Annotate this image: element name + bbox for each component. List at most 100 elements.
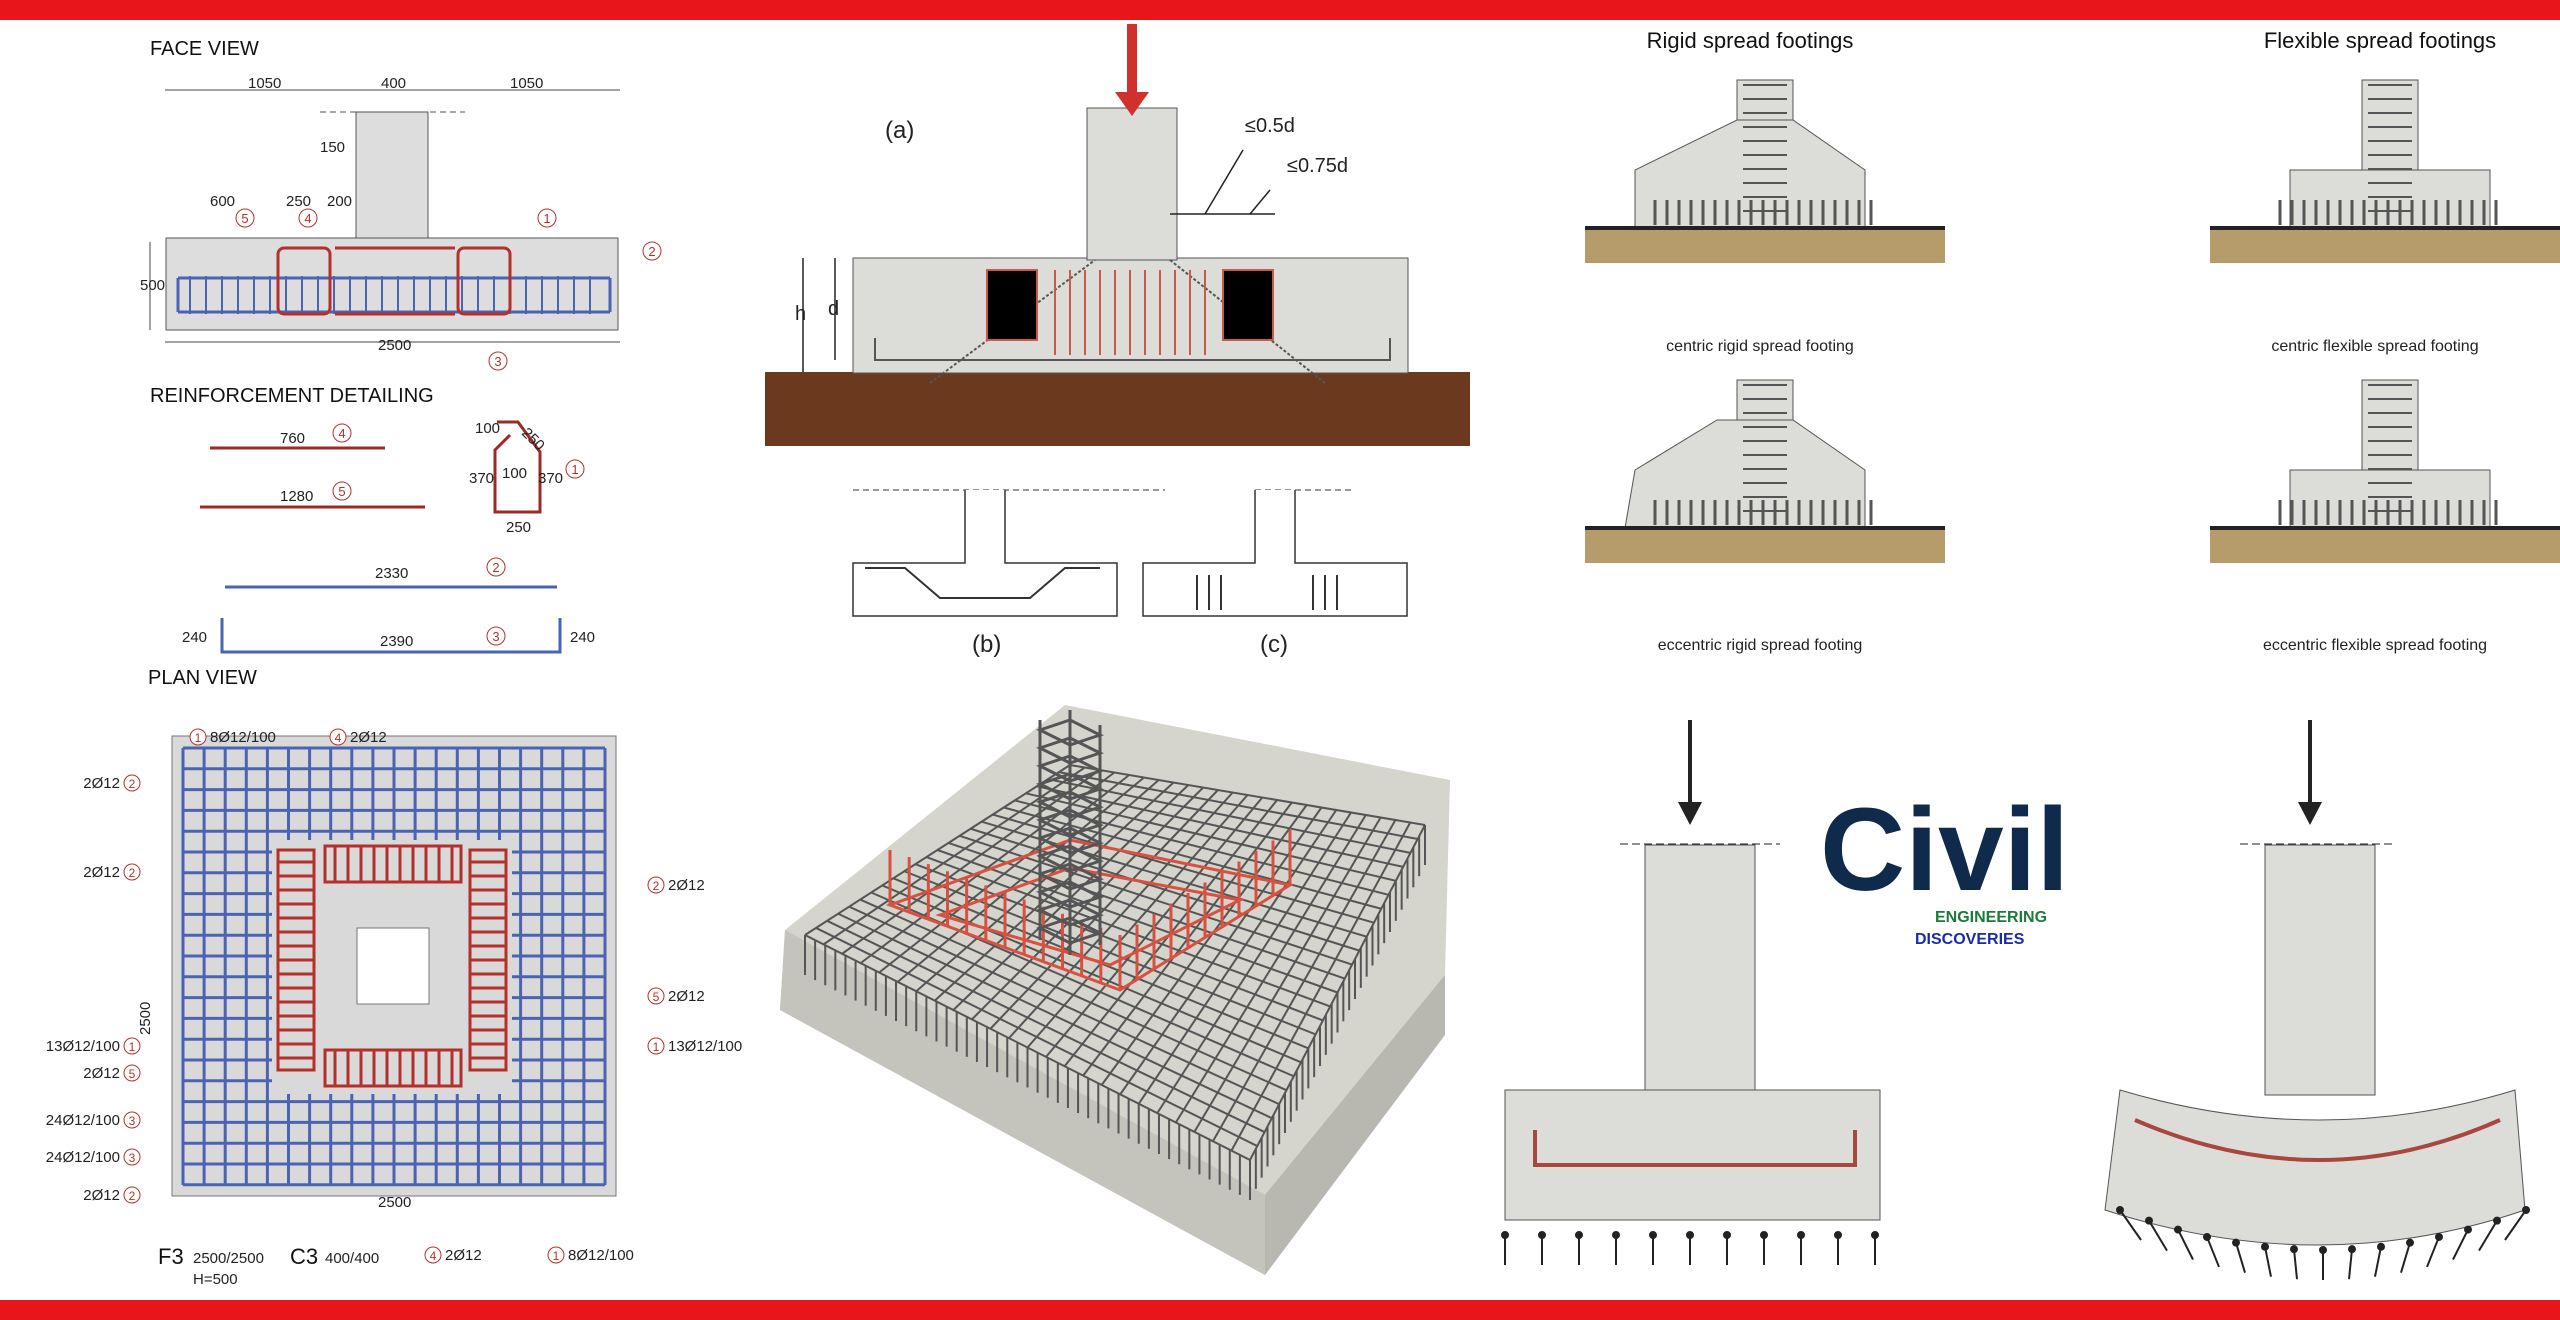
plan-label: 13Ø12/100 (668, 1038, 742, 1055)
reaction-arrow (2206, 1236, 2220, 1268)
arrow-head (2348, 1245, 2356, 1254)
svg-text:5: 5 (338, 484, 345, 499)
plan-label: 2Ø12 (668, 877, 705, 894)
bar-3 (220, 618, 562, 654)
face-view-dim-lines (149, 89, 620, 343)
plan-marker-number: 2 (653, 879, 660, 893)
arrow-head (1723, 1231, 1731, 1239)
plan-marker (123, 1064, 141, 1082)
plan-marker (123, 1186, 141, 1204)
detail-b (852, 490, 1118, 617)
mesh-bar-3d (804, 764, 1071, 936)
flexible-title: Flexible spread footings (2264, 28, 2496, 53)
svg-text:4: 4 (304, 211, 311, 226)
flexible-footing (2104, 1089, 2526, 1246)
mesh-bar-3d (841, 769, 1101, 955)
arrow-head (2145, 1216, 2153, 1225)
plan-label: 24Ø12/100 (46, 1149, 120, 1166)
arrow-head (1501, 1231, 1509, 1239)
load-arrow (1115, 92, 1149, 116)
reaction-arrow (2177, 1229, 2194, 1261)
plan-marker (123, 1037, 141, 1055)
label-b: (b) (972, 631, 1001, 658)
plan-label: 2Ø12 (83, 1065, 120, 1082)
plan-dim-bottom: 2500 (378, 1194, 411, 1211)
mesh-bar-3d (1008, 791, 1234, 1039)
reaction-arrow (2264, 1246, 2272, 1277)
mesh-ties (189, 276, 591, 314)
label-c: (c) (1260, 631, 1288, 658)
arrow-head (2290, 1245, 2298, 1254)
plan-marker-number: 1 (653, 1040, 660, 1054)
column-size: 400/400 (325, 1250, 379, 1267)
label-h: h (795, 303, 806, 325)
svg-text:240: 240 (182, 629, 207, 646)
mesh-bar-3d (1174, 814, 1367, 1124)
bottom-mesh-bars (176, 276, 612, 314)
reaction-arrow (2478, 1220, 2498, 1252)
plan-marker-number: 2 (129, 777, 136, 791)
bar4-len: 760 (280, 430, 305, 447)
rigid-footing (1504, 1089, 1881, 1221)
svg-text:100: 100 (502, 465, 527, 482)
bar5-len: 1280 (280, 488, 313, 505)
svg-text:1: 1 (571, 462, 578, 477)
plan-marker (647, 1037, 665, 1055)
label-a: (a) (885, 117, 914, 144)
soil-band (2210, 228, 2560, 263)
arrow-head (1834, 1231, 1842, 1239)
mesh-bar-3d (1193, 816, 1382, 1133)
flexible-load-arrow (2298, 802, 2322, 825)
svg-text:Civil: Civil (1820, 784, 2069, 916)
cage-frame (323, 1048, 463, 1088)
detailing-title: REINFORCEMENT DETAILING (150, 385, 434, 407)
mesh-bar-3d (971, 786, 1204, 1021)
dim-250: 250 (286, 193, 311, 210)
mesh-bar-3d (1026, 794, 1249, 1049)
reaction-arrow (2119, 1209, 2142, 1241)
plan-label: 8Ø12/100 (210, 729, 276, 746)
mesh-bar-3d (1230, 822, 1412, 1152)
arrow-head (1538, 1231, 1546, 1239)
svg-text:DISCOVERIES: DISCOVERIES (1915, 931, 2025, 948)
reaction-arrow (2452, 1229, 2469, 1261)
dim-150: 150 (320, 139, 345, 156)
svg-text:ENGINEERING: ENGINEERING (1935, 909, 2047, 926)
plan-marker-number: 1 (195, 731, 202, 745)
plan-label: 13Ø12/100 (46, 1038, 120, 1055)
section-rebar (986, 269, 1274, 355)
caption-eccentric-rigid: eccentric rigid spread footing (1658, 637, 1863, 654)
arrow-head (2116, 1206, 2124, 1214)
svg-text:1: 1 (543, 211, 550, 226)
rigid-column (1644, 844, 1756, 1096)
column-cage-3d (1036, 710, 1104, 955)
plan-marker-number: 5 (653, 990, 660, 1004)
reaction-arrow (2348, 1249, 2353, 1280)
plan-marker-number: 2 (129, 1189, 136, 1203)
flexible-column (2264, 844, 2376, 1096)
label-05d: ≤0.5d (1245, 115, 1295, 137)
footing-block-3d (780, 705, 1450, 1275)
plan-label: 2Ø12 (350, 729, 387, 746)
svg-text:3: 3 (494, 354, 501, 369)
rigid-load-arrow (1678, 802, 1702, 825)
label-075d: ≤0.75d (1287, 155, 1348, 177)
soil-band (2210, 528, 2560, 563)
arrow-head (2232, 1238, 2240, 1247)
soil-band (1585, 528, 1945, 563)
footing-height: H=500 (193, 1271, 238, 1288)
arrow-head (1797, 1231, 1805, 1239)
dim-width: 2500 (378, 337, 411, 354)
footing-types-panel: Rigid spread footings Flexible spread fo… (1475, 20, 2560, 660)
footing-type-drawing (1585, 79, 1945, 263)
soil-band (1585, 228, 1945, 263)
svg-text:100: 100 (475, 420, 500, 437)
civil-engineering-discoveries-logo: Civil ENGINEERING DISCOVERIES (1820, 784, 2069, 948)
plan-marker (189, 728, 207, 746)
plan-marker-number: 3 (129, 1151, 136, 1165)
arrow-head (2522, 1206, 2530, 1214)
svg-text:5: 5 (241, 211, 248, 226)
arrow-head (2377, 1242, 2385, 1251)
plan-marker-number: 5 (129, 1067, 136, 1081)
caption-centric-flexible: centric flexible spread footing (2271, 338, 2478, 355)
